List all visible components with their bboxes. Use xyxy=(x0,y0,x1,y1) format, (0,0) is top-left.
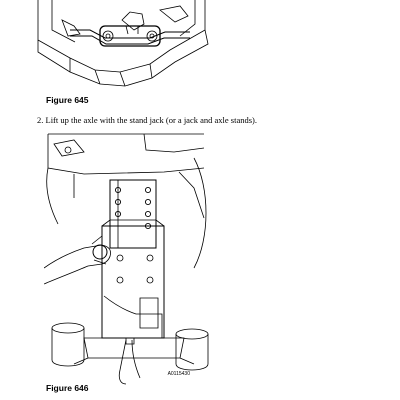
figure-646-caption: Figure 646 xyxy=(46,383,89,393)
figure-646-illustration: A0115430 xyxy=(44,133,209,385)
figure-646-image-id: A0115430 xyxy=(168,371,191,377)
step-text: Lift up the axle with the stand jack (or… xyxy=(45,115,257,125)
step-number: 2. xyxy=(37,115,44,125)
figure-645-illustration xyxy=(37,0,209,87)
step-2-instruction: 2. Lift up the axle with the stand jack … xyxy=(37,115,257,125)
figure-645-caption: Figure 645 xyxy=(46,95,89,105)
